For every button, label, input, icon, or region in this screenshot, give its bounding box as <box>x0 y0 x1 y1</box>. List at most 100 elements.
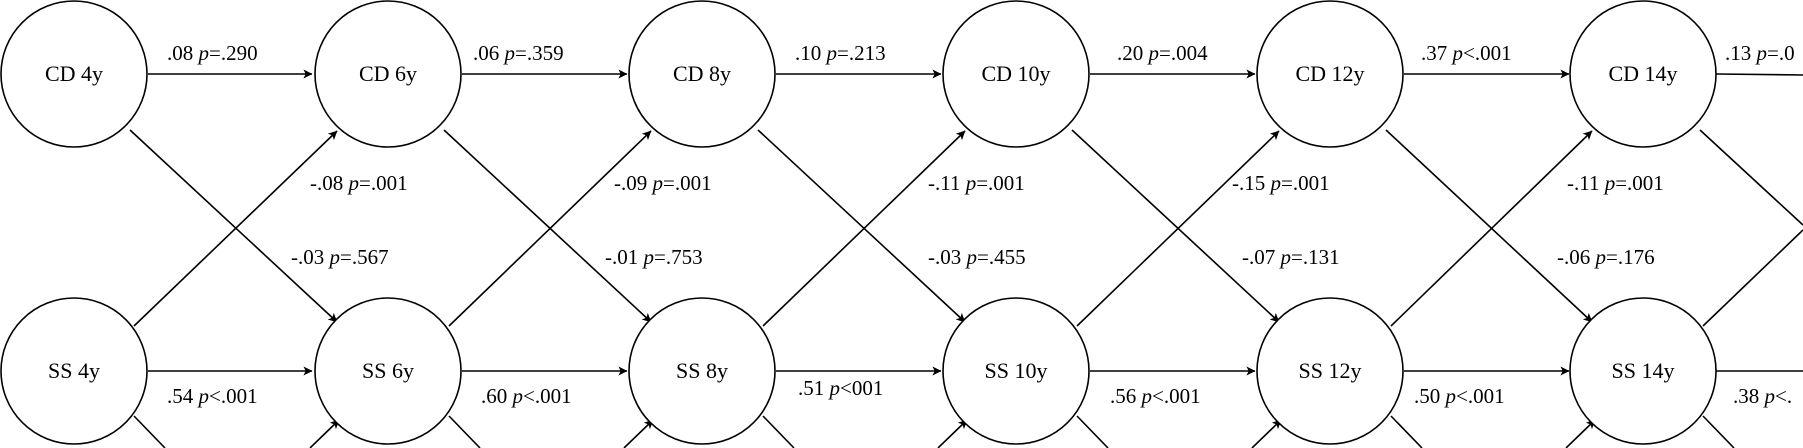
label-cd6-cd8-p: p <box>503 41 516 65</box>
path-cd10-ss12 <box>1071 129 1280 323</box>
label-cd10-cd12-pval: =.004 <box>1159 41 1208 65</box>
node-ss10: SS 10y <box>942 297 1090 445</box>
label-ss4-ss6-coef: .54 <box>167 384 194 408</box>
node-cd6: CD 6y <box>314 0 462 148</box>
label-cd14-out-coef: .13 <box>1725 41 1751 65</box>
label-cd8-cd10-coef: .10 <box>795 41 821 65</box>
node-ss6: SS 6y <box>314 297 462 445</box>
node-ss14-label: SS 14y <box>1612 358 1675 383</box>
label-ss12-cd14-coef: -.11 <box>1567 171 1599 195</box>
label-cd4-cd6-p: p <box>197 41 210 65</box>
node-cd4: CD 4y <box>0 0 148 148</box>
path-ss6-below-out <box>448 415 481 448</box>
label-ss10-cd12-coef: -.15 <box>1232 171 1265 195</box>
label-cd10-cd12-coef: .20 <box>1117 41 1143 65</box>
label-ss6-ss8-p: p <box>511 384 524 408</box>
label-cd8-ss10-coef: -.03 <box>928 245 961 269</box>
label-cd10-ss12: -.07 p=.131 <box>1242 245 1340 269</box>
path-cd6-ss8 <box>443 129 652 323</box>
path-ss12-below-out <box>1390 415 1423 448</box>
label-cd6-ss8-coef: -.01 <box>605 245 638 269</box>
label-ss6-ss8-pval: <.001 <box>523 384 572 408</box>
node-ss4-label: SS 4y <box>48 358 100 383</box>
label-cd12-ss14-pval: =.176 <box>1606 245 1655 269</box>
node-cd12-label: CD 12y <box>1295 61 1364 86</box>
label-ss4-ss6: .54 p<.001 <box>167 384 258 408</box>
label-ss10-ss12: .56 p<.001 <box>1110 384 1201 408</box>
path-ss14-below-out <box>1702 415 1735 448</box>
node-ss12-label: SS 12y <box>1299 358 1362 383</box>
label-cd4-ss6-p: p <box>328 245 341 269</box>
node-cd10: CD 10y <box>942 0 1090 148</box>
label-cd6-cd8-coef: .06 <box>473 41 499 65</box>
label-ss8-ss10: .51 p<001 <box>798 376 883 400</box>
label-cd4-ss6-pval: =.567 <box>340 245 389 269</box>
label-cd10-ss12-p: p <box>1279 245 1292 269</box>
node-ss14: SS 14y <box>1569 297 1717 445</box>
path-ss6-below-in <box>309 419 340 448</box>
label-cd12-ss14-p: p <box>1594 245 1607 269</box>
node-cd14-label: CD 14y <box>1608 61 1677 86</box>
label-cd6-cd8-pval: =.359 <box>515 41 564 65</box>
node-cd8-label: CD 8y <box>673 61 731 86</box>
label-cd6-ss8: -.01 p=.753 <box>605 245 703 269</box>
label-ss14-out-p: p <box>1763 384 1776 408</box>
label-cd8-ss10-pval: =.455 <box>977 245 1026 269</box>
path-ss8-below-out <box>762 415 795 448</box>
label-ss8-ss10-coef: .51 <box>798 376 824 400</box>
label-ss4-ss6-pval: <.001 <box>209 384 258 408</box>
label-ss6-cd8-coef: -.09 <box>614 171 647 195</box>
label-ss10-cd12-p: p <box>1269 171 1282 195</box>
path-ss14-out-up <box>1702 229 1803 327</box>
label-ss8-cd10-p: p <box>964 171 977 195</box>
node-ss12: SS 12y <box>1256 297 1404 445</box>
label-ss12-cd14-p: p <box>1603 171 1616 195</box>
label-cd10-ss12-pval: =.131 <box>1291 245 1340 269</box>
path-ss4-below <box>133 415 166 448</box>
label-ss10-ss12-coef: .56 <box>1110 384 1136 408</box>
label-ss8-cd10: -.11 p=.001 <box>928 171 1025 195</box>
label-ss10-cd12-pval: =.001 <box>1281 171 1330 195</box>
node-cd14: CD 14y <box>1569 0 1717 148</box>
label-ss10-ss12-p: p <box>1140 384 1153 408</box>
label-ss6-cd8-pval: =.001 <box>663 171 712 195</box>
node-cd4-label: CD 4y <box>45 61 103 86</box>
label-cd8-cd10: .10 p=.213 <box>795 41 886 65</box>
label-ss4-ss6-p: p <box>197 384 210 408</box>
label-ss12-ss14: .50 p<.001 <box>1414 384 1505 408</box>
label-ss8-ss10-p: p <box>828 376 841 400</box>
label-ss8-cd10-coef: -.11 <box>928 171 960 195</box>
label-ss12-ss14-coef: .50 <box>1414 384 1440 408</box>
label-cd6-ss8-pval: =.753 <box>654 245 703 269</box>
label-cd12-ss14: -.06 p=.176 <box>1557 245 1655 269</box>
label-ss6-cd8: -.09 p=.001 <box>614 171 712 195</box>
label-ss8-cd10-pval: =.001 <box>976 171 1025 195</box>
label-cd14-out-p: p <box>1755 41 1768 65</box>
node-ss4: SS 4y <box>0 297 148 445</box>
label-cd10-cd12-p: p <box>1147 41 1160 65</box>
label-cd8-ss10: -.03 p=.455 <box>928 245 1026 269</box>
label-ss4-cd6-p: p <box>347 171 360 195</box>
label-ss12-ss14-p: p <box>1444 384 1457 408</box>
label-cd12-cd14-p: p <box>1451 41 1464 65</box>
label-cd10-cd12: .20 p=.004 <box>1117 41 1208 65</box>
node-ss10-label: SS 10y <box>985 358 1048 383</box>
label-cd14-out-pval: =.0 <box>1767 41 1795 65</box>
path-cd14-out <box>1715 73 1803 76</box>
label-ss12-cd14: -.11 p=.001 <box>1567 171 1664 195</box>
node-cd10-label: CD 10y <box>981 61 1050 86</box>
label-cd12-cd14-pval: <.001 <box>1463 41 1512 65</box>
label-ss8-ss10-pval: <001 <box>840 376 883 400</box>
label-cd8-cd10-pval: =.213 <box>837 41 886 65</box>
path-ss14-below-in <box>1565 419 1596 448</box>
label-cd4-ss6-coef: -.03 <box>291 245 324 269</box>
label-ss6-ss8-coef: .60 <box>481 384 507 408</box>
path-ss12-below-in <box>1251 419 1282 448</box>
label-ss14-out-coef: .38 <box>1733 384 1759 408</box>
label-ss10-ss12-pval: <.001 <box>1152 384 1201 408</box>
label-ss12-cd14-pval: =.001 <box>1615 171 1664 195</box>
node-ss6-label: SS 6y <box>362 358 414 383</box>
label-ss12-ss14-pval: <.001 <box>1456 384 1505 408</box>
label-ss6-cd8-p: p <box>651 171 664 195</box>
label-cd14-out: .13 p=.0 <box>1725 41 1795 65</box>
